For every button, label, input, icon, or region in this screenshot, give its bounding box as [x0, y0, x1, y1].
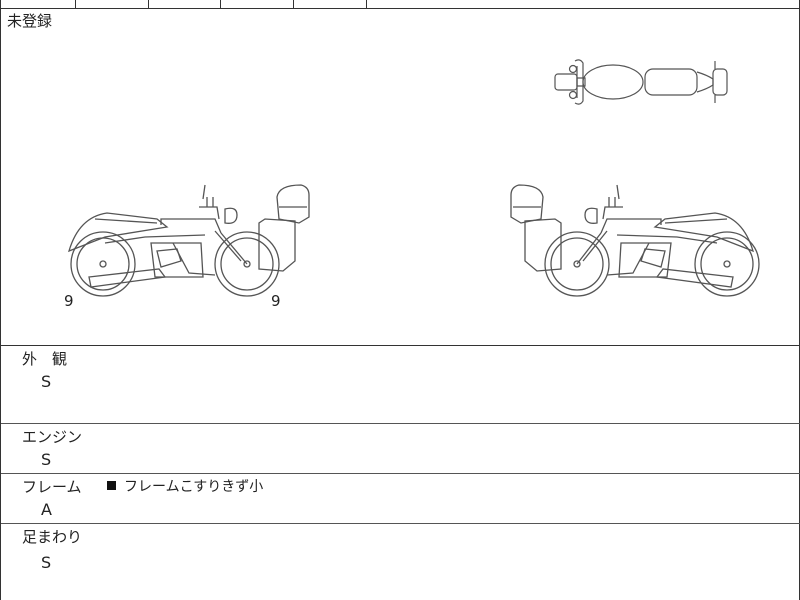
header-cell — [293, 0, 367, 8]
section-frame: フレーム フレームこすりきず小 A — [1, 474, 800, 524]
section-label: フレーム — [22, 478, 82, 496]
section-label: 足まわり — [22, 528, 83, 546]
section-engine: エンジン S — [1, 424, 800, 474]
position-label: 9 — [271, 292, 281, 310]
section-note: フレームこすりきず小 — [107, 478, 263, 496]
registration-status: 未登録 — [7, 12, 53, 30]
note-square-marker — [107, 481, 116, 490]
section-suspension: 足まわり S — [1, 524, 800, 600]
header-cell — [1, 0, 76, 8]
section-grade: S — [41, 372, 52, 391]
section-exterior: 外 観 S — [1, 346, 800, 424]
header-table-strip — [1, 0, 800, 9]
header-cell — [75, 0, 149, 8]
header-cell — [220, 0, 294, 8]
motorcycle-right-side-view — [485, 173, 747, 304]
section-grade: S — [41, 450, 52, 469]
section-label: 外 観 — [22, 350, 68, 368]
section-grade: A — [41, 500, 52, 519]
position-label: 9 — [64, 292, 74, 310]
damage-diagram: 未登録 — [1, 9, 800, 346]
motorcycle-top-view — [553, 53, 731, 111]
section-label: エンジン — [22, 428, 83, 446]
motorcycle-left-side-view — [65, 173, 327, 304]
section-grade: S — [41, 553, 52, 572]
header-cell — [148, 0, 221, 8]
note-text: フレームこすりきず小 — [124, 479, 264, 495]
